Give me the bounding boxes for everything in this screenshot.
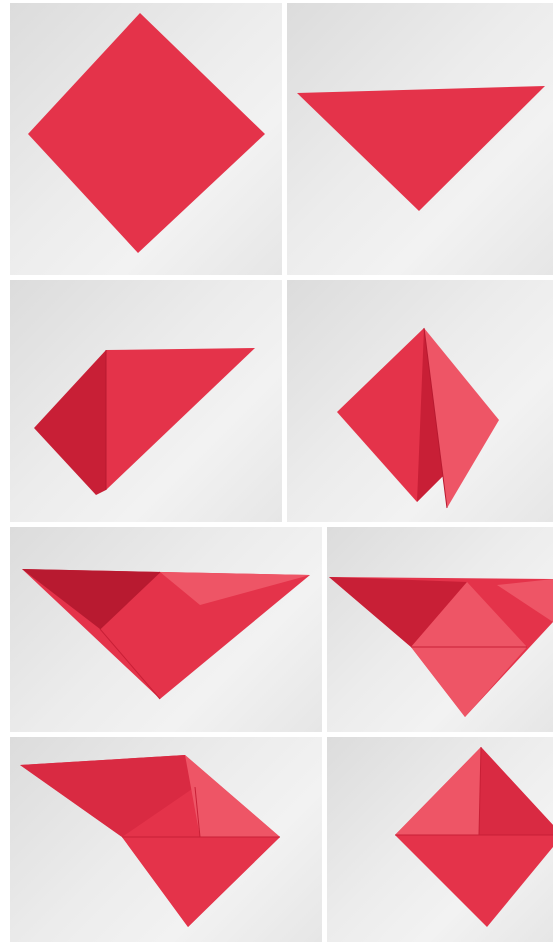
origami-finished-bookmark [327,737,553,942]
photo-step-6 [327,527,553,732]
photo-step-5 [10,527,322,732]
origami-left-corner-folded [10,280,282,522]
photo-step-3 [10,280,282,522]
photo-step-1 [10,3,282,275]
photo-step-7 [10,737,322,942]
origami-triangle-center-fold [10,527,322,732]
origami-diamond-with-flap [287,280,553,522]
origami-triangle-folded-down [287,3,553,275]
origami-square-diamond [10,3,282,275]
photo-step-2 [287,3,553,275]
origami-tucked-corner [10,737,322,942]
photo-step-8 [327,737,553,942]
origami-triangle-center-diamond [327,527,553,732]
photo-step-4 [287,280,553,522]
